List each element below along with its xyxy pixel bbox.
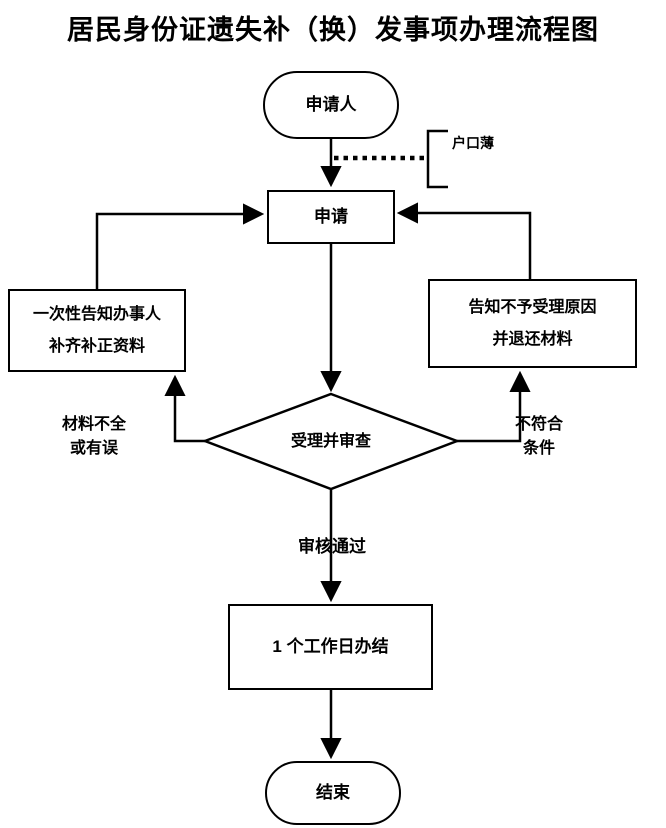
label-not-qualified-line1: 不符合 [514,416,563,433]
connector-rightnotice-apply [396,202,532,279]
connector-leftnotice-apply [95,203,265,289]
household-register-bracket [426,129,448,189]
node-review-label: 受理并审查 [290,433,371,450]
node-complete-label: 1 个工作日办结 [272,636,389,656]
connector-review-leftnotice [164,374,205,443]
label-materials-incomplete-line1: 材料不全 [61,416,126,433]
label-approved: 审核通过 [298,537,366,556]
connector-review-rightnotice [456,370,531,443]
node-end-label: 结束 [316,782,350,802]
label-materials-incomplete: 材料不全 或有误 [40,413,148,461]
node-right-notice-line2: 并退还材料 [492,330,573,348]
node-applicant-label: 申请人 [305,94,357,114]
node-complete: 1 个工作日办结 [228,604,433,690]
node-right-notice-line1: 告知不予受理原因 [468,298,597,316]
review-diamond-shape [201,392,461,491]
node-apply-label: 申请 [314,206,348,226]
node-applicant: 申请人 [263,71,399,139]
node-left-notice-line2: 补齐补正资料 [48,337,145,355]
page-title: 居民身份证遗失补（换）发事项办理流程图 [67,15,599,45]
label-materials-incomplete-line2: 或有误 [69,440,118,457]
label-not-qualified-line2: 条件 [522,440,555,457]
node-apply: 申请 [267,190,395,244]
node-end: 结束 [265,761,401,825]
node-left-notice: 一次性告知办事人 补齐补正资料 [8,289,186,372]
label-household-register: 户口薄 [452,135,494,151]
label-not-qualified: 不符合 条件 [496,413,582,461]
node-right-notice: 告知不予受理原因 并退还材料 [428,279,637,368]
node-left-notice-line1: 一次性告知办事人 [32,305,161,323]
